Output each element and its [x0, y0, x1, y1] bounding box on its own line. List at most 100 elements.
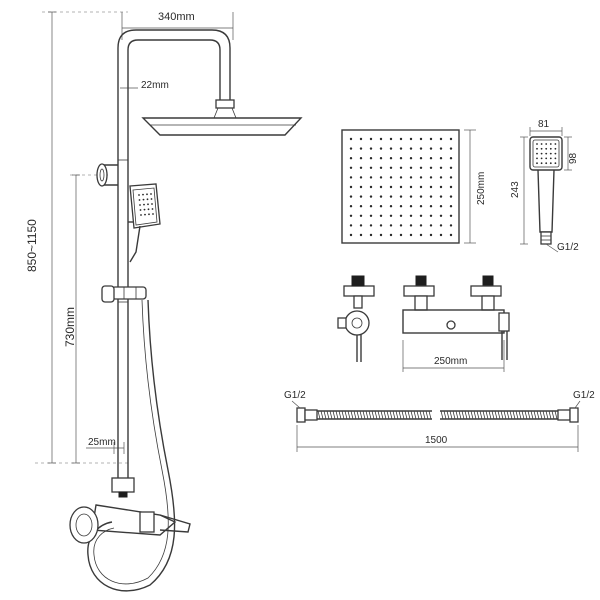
hose-coil — [482, 410, 486, 420]
nozzle-dot — [439, 137, 443, 141]
slider-height-dimension — [72, 174, 80, 464]
nozzle-dot — [409, 147, 413, 150]
hose-coil — [554, 410, 558, 420]
nozzle-dot — [369, 147, 373, 150]
hose-coil — [545, 410, 549, 420]
nozzle-dot — [419, 205, 423, 208]
nozzle-dot — [429, 224, 433, 227]
handheld-nozzle-dot — [549, 143, 552, 145]
hose-coil — [470, 410, 474, 420]
handheld-nozzle-dot — [536, 143, 538, 145]
nozzle-dot — [379, 195, 383, 198]
handheld-nozzle-dot — [545, 152, 548, 155]
hose-thread-left-label: G1/2 — [284, 390, 306, 401]
mixer-width-dimension — [402, 340, 505, 372]
handheld-thread-label: G1/2 — [557, 242, 579, 253]
nozzle-dot — [429, 147, 433, 150]
nozzle-dot — [439, 205, 443, 208]
hose-coil — [464, 410, 468, 420]
hose-coil — [485, 410, 489, 420]
handheld-nozzle-dot — [549, 147, 552, 150]
height-range-dimension — [48, 11, 56, 464]
nozzle-dot — [409, 176, 413, 179]
hose-coil — [332, 410, 336, 420]
hand-shower-on-column — [128, 183, 161, 263]
nozzle-dot — [419, 137, 423, 141]
nozzle-dot — [409, 157, 413, 160]
nozzle-dot — [369, 224, 373, 227]
handheld-nozzles — [536, 143, 557, 165]
nozzle-dot — [439, 157, 443, 160]
column-hose — [87, 299, 176, 592]
hose-coil — [338, 410, 342, 420]
nozzle-dot — [399, 233, 403, 237]
hose-coil — [548, 410, 552, 420]
overhead-shower-side — [141, 99, 303, 136]
hose-coil — [374, 410, 378, 420]
nozzle-dot — [349, 157, 353, 160]
handheld-length-label: 243 — [510, 181, 521, 198]
hose-coil — [536, 410, 540, 420]
nozzle-dot — [359, 147, 363, 150]
nozzle-dot — [349, 166, 353, 169]
slider-height-label: 730mm — [63, 306, 77, 347]
handheld-nozzle-dot — [540, 143, 543, 145]
hose-coil — [452, 410, 456, 420]
nozzle-dot — [349, 214, 353, 217]
handheld-nozzle-dot — [545, 162, 548, 165]
nozzle-dot — [399, 205, 403, 208]
mixer-front-view — [402, 275, 510, 360]
hose-coil — [479, 410, 483, 420]
hose-coil — [398, 410, 402, 420]
handheld-thread-leader — [545, 243, 559, 253]
handheld-nozzle-dot — [554, 162, 557, 165]
handheld-nozzle-dot — [536, 152, 538, 155]
hose-coil — [428, 410, 432, 420]
handheld-nozzle-dot — [545, 143, 548, 145]
hose-coil — [461, 410, 465, 420]
handheld-nozzle-dot — [545, 157, 548, 160]
nozzle-dot — [449, 224, 453, 227]
handheld-nozzle-dot — [554, 152, 557, 155]
nozzle-dot — [389, 224, 393, 227]
hose-coil — [407, 410, 411, 420]
nozzle-dot — [449, 205, 453, 208]
nozzle-dot — [369, 233, 373, 237]
nozzle-dot — [359, 185, 363, 189]
hose-coil — [515, 410, 519, 420]
handheld-length-dimension — [520, 136, 528, 245]
nozzle-dot — [419, 233, 423, 237]
handheld-head-label: 98 — [568, 152, 579, 164]
hose-coil — [419, 410, 423, 420]
column-mixer — [69, 477, 191, 544]
nozzle-dot — [399, 214, 403, 217]
nozzle-dot — [369, 137, 373, 141]
hose-coil — [494, 410, 498, 420]
hose-coil — [527, 410, 531, 420]
hose-coil — [350, 410, 354, 420]
nozzle-dot — [399, 176, 403, 179]
hose-coil — [512, 410, 516, 420]
hose-coil — [344, 410, 348, 420]
handheld-width-dimension — [529, 127, 563, 136]
nozzle-dot — [449, 176, 453, 179]
hose-coil — [446, 410, 450, 420]
handheld-nozzle-dot — [540, 147, 543, 150]
nozzle-dot — [409, 137, 413, 141]
nozzle-dot — [369, 176, 373, 179]
hose-coil — [425, 410, 429, 420]
hose-coil — [401, 410, 405, 420]
nozzle-dot — [359, 157, 363, 160]
nozzle-dot — [389, 166, 393, 169]
nozzle-dot — [369, 185, 373, 189]
overhead-size-dimension — [464, 129, 476, 244]
nozzle-dot — [399, 157, 403, 160]
hose-coil — [458, 410, 462, 420]
hose-coil — [488, 410, 492, 420]
nozzle-dot — [359, 224, 363, 227]
handheld-nozzle-dot — [554, 157, 557, 160]
nozzle-dot — [359, 205, 363, 208]
nozzle-dot — [409, 233, 413, 237]
nozzle-dot — [419, 176, 423, 179]
hose-coil — [521, 410, 525, 420]
